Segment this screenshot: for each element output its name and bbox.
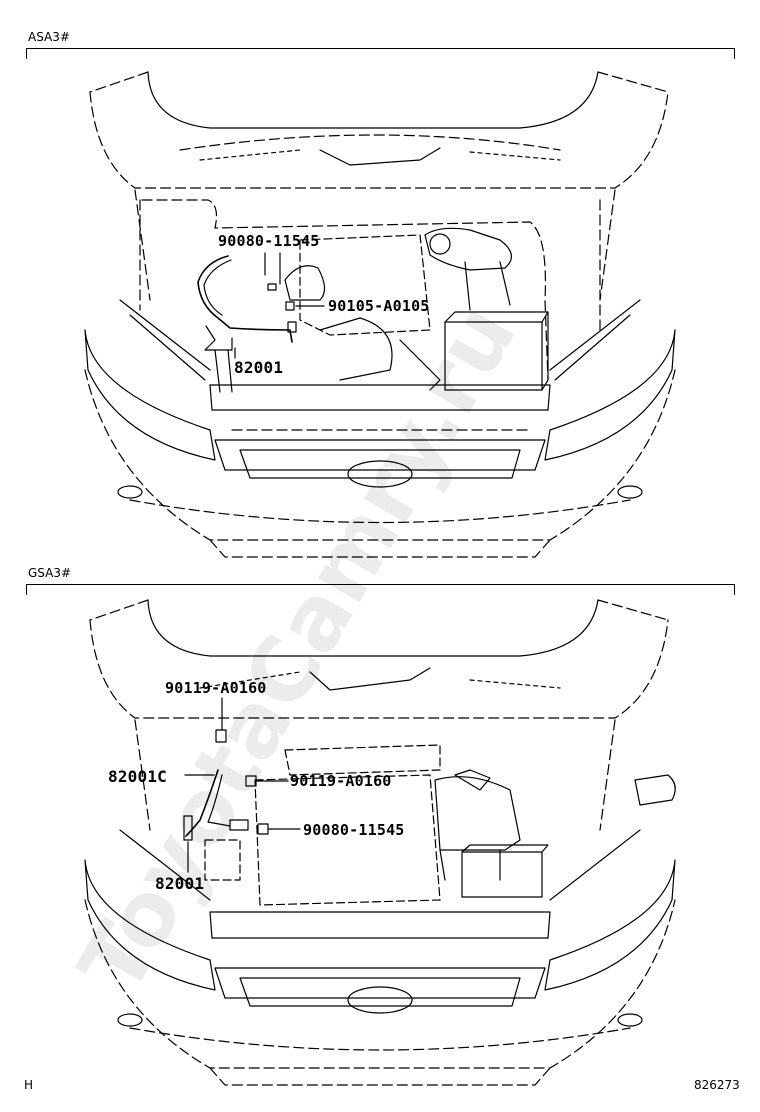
diagram-number: 826273 — [694, 1078, 740, 1092]
vehicle-gsa3 — [84, 599, 676, 1086]
part-number-90080-11545-b: 90080-11545 — [303, 821, 405, 839]
section-bracket-gsa3 — [26, 584, 735, 595]
part-number-90080-11545: 90080-11545 — [218, 232, 320, 250]
part-number-90119-a0160-mid: 90119-A0160 — [290, 772, 392, 790]
part-number-82001c: 82001C — [108, 767, 167, 786]
part-number-90119-a0160-top: 90119-A0160 — [165, 679, 267, 697]
section-title-asa3: ASA3# — [28, 30, 70, 44]
footer-letter: H — [24, 1078, 34, 1092]
part-number-90105-a0105: 90105-A0105 — [328, 297, 430, 315]
part-number-82001: 82001 — [234, 358, 284, 377]
vehicle-asa3 — [84, 71, 676, 558]
section-bracket-asa3 — [26, 48, 735, 59]
section-title-gsa3: GSA3# — [28, 566, 72, 580]
part-number-82001-b: 82001 — [155, 874, 205, 893]
